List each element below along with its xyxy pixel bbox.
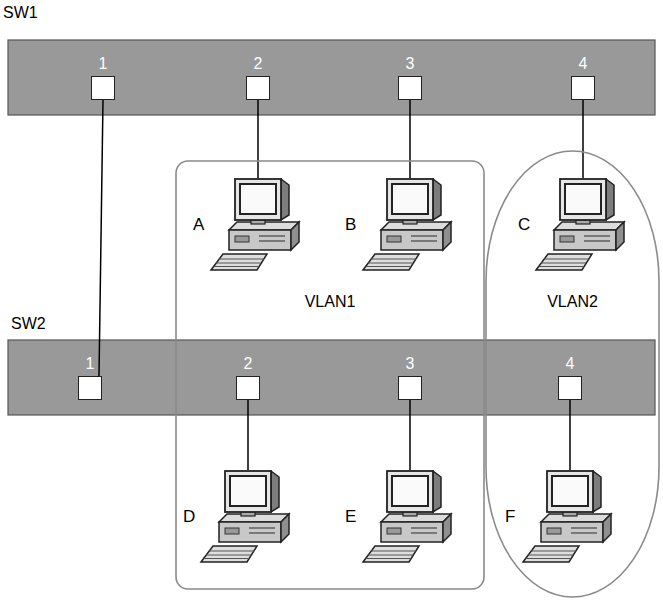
port-number: 4 [566,356,575,372]
computer: F [505,470,617,565]
switch-box: SW21234 [8,340,655,415]
vlan-group: VLAN1 A B D E [175,160,485,590]
computer: C [518,178,630,273]
port-number: 3 [406,56,415,72]
cable [247,400,249,470]
computer: E [345,470,457,565]
computer-icon [534,178,629,273]
vlan-label: VLAN2 [485,294,660,310]
computer: D [183,470,295,565]
port-number: 2 [254,56,263,72]
computer-label: E [345,508,356,525]
switch-port: 3 [398,376,422,400]
computer-icon [361,470,456,565]
port-number: 1 [86,356,95,372]
cable [99,100,103,376]
computer-label: D [183,508,195,525]
switch-port: 4 [571,76,595,100]
switch-port: 2 [246,76,270,100]
cable [409,100,411,178]
switch-bar-fill [8,40,655,115]
computer-label: B [345,216,356,233]
switch-box: SW11234 [8,40,655,115]
computer-icon [521,470,616,565]
port-number: 4 [579,56,588,72]
cable [569,400,571,470]
switch-port: 4 [558,376,582,400]
port-number: 1 [99,56,108,72]
computer-label: F [505,508,515,525]
switch-port: 2 [236,376,260,400]
switch-bar-fill [8,340,655,415]
switch-label: SW1 [3,5,38,21]
computer-label: A [193,216,204,233]
switch-port: 1 [91,76,115,100]
vlan-group: VLAN2 C F [485,150,660,598]
cable [257,100,259,178]
computer: A [193,178,305,273]
computer: B [345,178,457,273]
port-number: 2 [244,356,253,372]
switch-port: 3 [398,76,422,100]
cable [409,400,411,470]
port-number: 3 [406,356,415,372]
switch-port: 1 [78,376,102,400]
computer-label: C [518,216,530,233]
vlan-label: VLAN1 [175,294,485,310]
computer-icon [209,178,304,273]
computer-icon [199,470,294,565]
computer-icon [361,178,456,273]
switch-label: SW2 [11,316,46,332]
switch-bars [8,40,655,415]
cable [582,100,584,178]
